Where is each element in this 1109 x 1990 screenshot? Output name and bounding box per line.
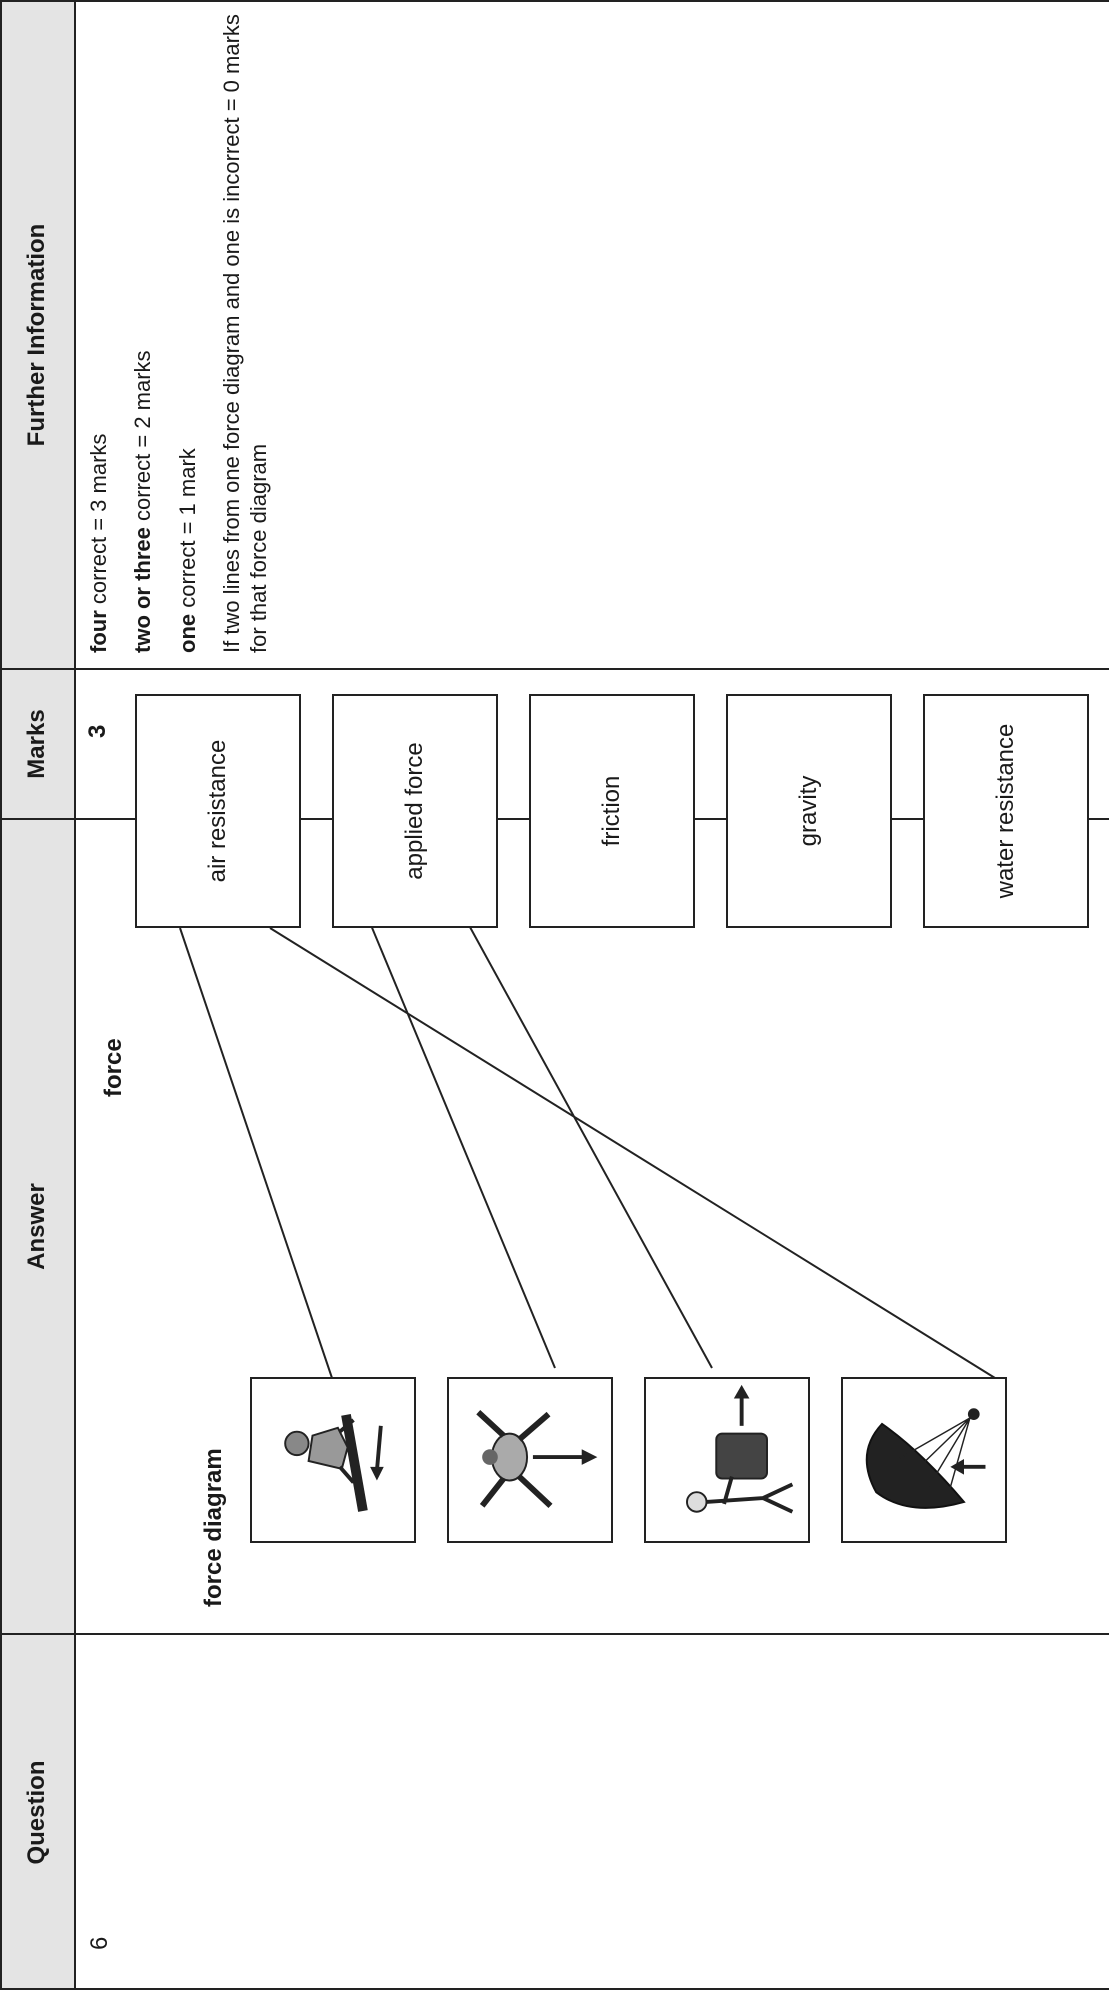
force-diagram-label: force diagram <box>200 1448 227 1607</box>
match-line-4 <box>269 927 996 1379</box>
force-air-resistance: air resistance <box>135 694 301 928</box>
question-number: 6 <box>86 1936 113 1950</box>
force-label: force <box>100 1038 127 1097</box>
force-gravity: gravity <box>726 694 892 928</box>
match-line-1 <box>179 927 333 1379</box>
marks-value: 3 <box>84 724 111 738</box>
table-border-right <box>0 0 1109 2</box>
info-line-four: four correct = 3 marks <box>86 433 111 653</box>
skier-downhill-icon <box>284 1414 384 1512</box>
further-information: four correct = 3 marks two or three corr… <box>86 13 290 653</box>
force-diagram-parachutist <box>841 1377 1007 1543</box>
header-question: Question <box>0 1635 74 1990</box>
column-divider-marks <box>0 668 1109 670</box>
force-friction: friction <box>529 694 695 928</box>
header-further-information: Further Information <box>0 2 74 668</box>
person-lifting-luggage-icon <box>686 1384 794 1514</box>
info-line-one: one correct = 1 mark <box>174 448 200 653</box>
force-diagram-skier <box>250 1377 416 1543</box>
table-border-top <box>0 0 2 1990</box>
force-diagram-skydiver <box>447 1377 613 1543</box>
header-divider <box>74 0 76 1990</box>
parachutist-icon <box>865 1408 986 1509</box>
match-line-2 <box>367 917 556 1369</box>
info-line-two-lines-rule: If two lines from one force diagram and … <box>219 14 271 653</box>
info-line-two-or-three: two or three correct = 2 marks <box>130 350 156 653</box>
column-divider-question <box>0 1633 1109 1635</box>
skydiver-freefall-icon <box>476 1410 598 1509</box>
force-diagram-person-lifting <box>644 1377 810 1543</box>
header-answer: Answer <box>0 820 74 1633</box>
force-applied-force: applied force <box>332 694 498 928</box>
match-line-3 <box>464 917 713 1369</box>
force-water-resistance: water resistance <box>923 694 1089 928</box>
header-marks: Marks <box>0 670 74 818</box>
